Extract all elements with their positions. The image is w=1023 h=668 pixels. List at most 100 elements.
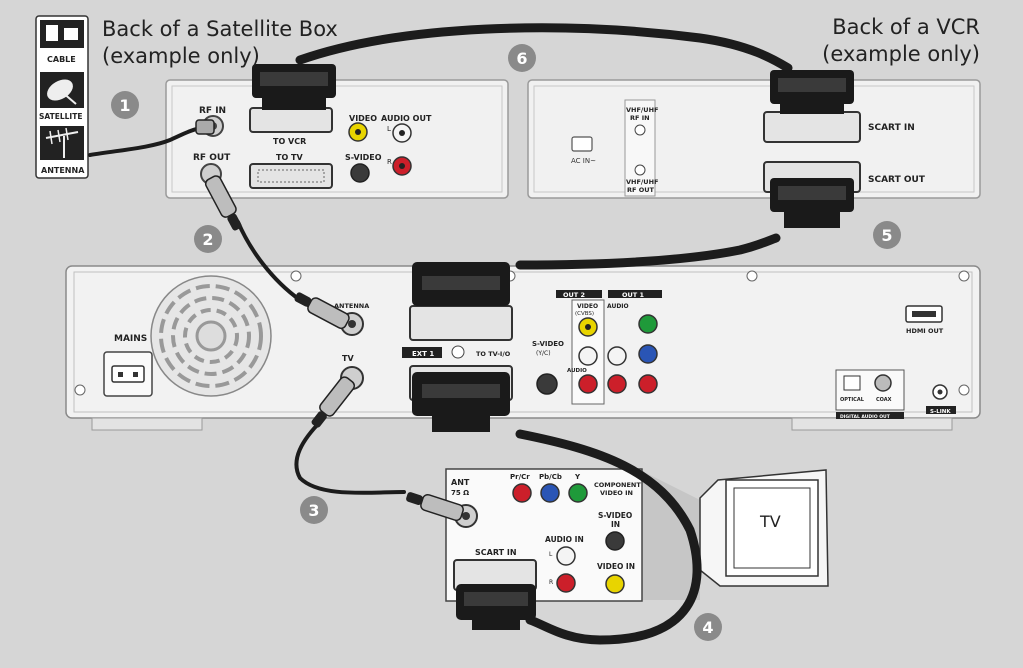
- tv-label: TV: [759, 512, 781, 531]
- tv-ohm-label: 75 Ω: [451, 489, 469, 497]
- sat-l-label: L: [387, 125, 391, 133]
- step-5-badge: [873, 221, 901, 249]
- step-badges: 1 2 3 4 5 6: [111, 44, 901, 641]
- coax-label: COAX: [876, 397, 892, 403]
- source-icons: CABLE SATELLITE ANTENNA: [35, 15, 89, 179]
- source-antenna-label: ANTENNA: [41, 166, 85, 175]
- tv-y-label: Y: [574, 473, 581, 481]
- out2-audio-label: AUDIO: [567, 368, 587, 374]
- tv-set: TV: [699, 469, 829, 587]
- out2-video-label: VIDEO: [577, 303, 598, 310]
- out2-audio-r-jack[interactable]: [578, 374, 598, 394]
- step-2-badge: [194, 225, 222, 253]
- recorder-back-panel: MAINS ANTENNA TV EXT 1 TO TV-I/O S-VIDEO…: [65, 265, 981, 431]
- mains-label: MAINS: [114, 334, 147, 344]
- sat-to-tv-scart[interactable]: [249, 163, 333, 189]
- out1-audio-l-jack[interactable]: [607, 346, 627, 366]
- tv-audio-in-label: AUDIO IN: [545, 535, 584, 544]
- vcr-caption-line-2: (example only): [822, 42, 980, 66]
- component-pr-jack[interactable]: [638, 374, 658, 394]
- cable-4: [515, 429, 702, 645]
- cables: [88, 23, 793, 645]
- step-1-badge: [111, 91, 139, 119]
- vcr-rf-in-jack[interactable]: [634, 124, 646, 136]
- component-pb-jack[interactable]: [638, 344, 658, 364]
- tv-scart-in-label: SCART IN: [475, 548, 517, 557]
- satellite-dish-icon: [40, 72, 84, 108]
- vcr-ac-in-label: AC IN~: [571, 157, 596, 165]
- to-tv-io-label: TO TV-I/O: [476, 350, 511, 358]
- vcr-rf-out-label-2: RF OUT: [627, 186, 655, 194]
- ext1-label: EXT 1: [412, 350, 434, 358]
- step-3-label: 3: [308, 501, 319, 520]
- s-link-label: S-LINK: [930, 409, 951, 415]
- vcr-ac-in-socket[interactable]: [571, 136, 593, 152]
- step-1-label: 1: [119, 96, 130, 115]
- sat-rf-out-label: RF OUT: [193, 153, 231, 163]
- tv-video-in-jack[interactable]: [605, 574, 625, 594]
- tv-y-jack[interactable]: [568, 483, 588, 503]
- rec-y-c-label: (Y/C): [536, 350, 551, 357]
- vcr-box: AC IN~ VHF/UHF RF IN VHF/UHF RF OUT SCAR…: [527, 79, 981, 199]
- optical-label: OPTICAL: [840, 397, 865, 403]
- vcr-scart-out-label: SCART OUT: [868, 175, 926, 185]
- cable-icon: [40, 20, 84, 48]
- tv-audio-l-jack[interactable]: [556, 546, 576, 566]
- vcr-rf-in-label-1: VHF/UHF: [626, 106, 658, 114]
- vcr-caption-line-1: Back of a VCR: [832, 15, 980, 39]
- digital-audio-out-label: DIGITAL AUDIO OUT: [840, 414, 891, 420]
- step-2-label: 2: [202, 230, 213, 249]
- connectors: [195, 64, 854, 630]
- antenna-icon: [40, 126, 84, 160]
- step-4-badge: [694, 613, 722, 641]
- rec-s-video-jack[interactable]: [536, 373, 558, 395]
- tv-pb-cb-label: Pb/Cb: [539, 473, 562, 481]
- sat-to-tv-label: TO TV: [276, 153, 304, 162]
- sat-r-label: R: [387, 158, 392, 166]
- satellite-box-caption: Back of a Satellite Box (example only): [102, 16, 338, 70]
- tv-component-label-2: VIDEO IN: [600, 489, 633, 497]
- sat-s-video-jack[interactable]: [350, 163, 370, 183]
- out1-audio-label: AUDIO: [607, 303, 629, 310]
- satellite-box-caption-line-2: (example only): [102, 44, 260, 68]
- tv-component-label-1: COMPONENT: [594, 481, 641, 489]
- cable-1: [88, 126, 206, 157]
- step-6-label: 6: [516, 49, 527, 68]
- sat-video-label: VIDEO: [349, 114, 377, 123]
- source-satellite-label: SATELLITE: [39, 112, 82, 121]
- optical-out-port[interactable]: [843, 375, 861, 391]
- sat-audio-out-label: AUDIO OUT: [381, 114, 432, 123]
- tv-s-video-jack[interactable]: [605, 531, 625, 551]
- sat-to-vcr-label: TO VCR: [273, 137, 306, 146]
- vcr-caption: Back of a VCR (example only): [822, 14, 980, 68]
- sat-rf-in-label: RF IN: [199, 106, 226, 116]
- vcr-rf-out-jack[interactable]: [634, 164, 646, 176]
- coax-out-jack[interactable]: [874, 374, 892, 392]
- satellite-box-caption-line-1: Back of a Satellite Box: [102, 17, 338, 41]
- component-y-jack[interactable]: [638, 314, 658, 334]
- tv-audio-r-jack[interactable]: [556, 573, 576, 593]
- sat-to-vcr-scart[interactable]: [249, 107, 333, 133]
- out1-audio-r-jack[interactable]: [607, 374, 627, 394]
- out2-label: OUT 2: [563, 291, 585, 299]
- tv-r-label: R: [549, 579, 553, 586]
- tv-pr-jack[interactable]: [512, 483, 532, 503]
- tv-out-label: TV: [342, 354, 354, 363]
- vcr-rf-in-label-2: RF IN: [630, 114, 650, 122]
- step-5-label: 5: [881, 226, 892, 245]
- out2-audio-l-jack[interactable]: [578, 346, 598, 366]
- vcr-scart-in-label: SCART IN: [868, 123, 915, 133]
- cable-5: [515, 233, 781, 270]
- step-3-badge: [300, 496, 328, 524]
- antenna-in-label: ANTENNA: [334, 302, 369, 310]
- step-4-label: 4: [702, 618, 713, 637]
- sat-s-video-label: S-VIDEO: [345, 153, 382, 162]
- vcr-scart-in-socket[interactable]: [763, 111, 861, 143]
- out2-cvbs-label: (CVBS): [575, 311, 594, 317]
- tv-pb-jack[interactable]: [540, 483, 560, 503]
- ext1-scart-upper[interactable]: [409, 305, 513, 341]
- step-6-badge: [508, 44, 536, 72]
- cable-6: [295, 23, 793, 73]
